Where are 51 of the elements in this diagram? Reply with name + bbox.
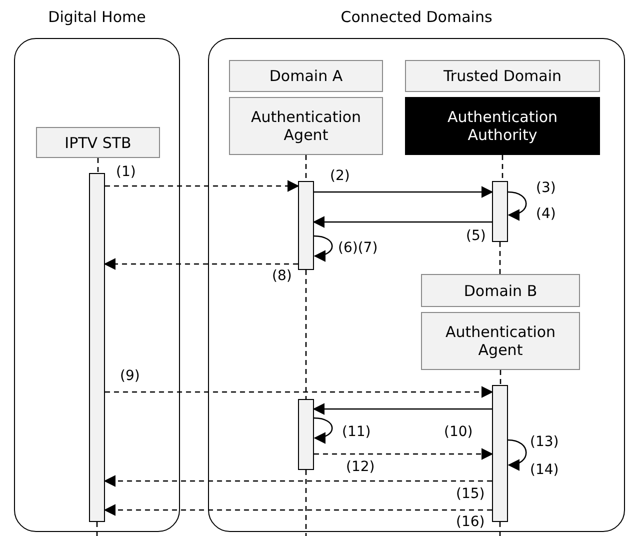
- message-arrow: [312, 403, 492, 415]
- activation-bar: [298, 181, 314, 270]
- self-message-arrow: [314, 417, 333, 444]
- message-arrow: [314, 186, 494, 198]
- message-arrow: [105, 180, 300, 192]
- self-message-arrow: [508, 439, 527, 470]
- participant-box: Authentication Authority: [405, 97, 600, 155]
- edge-label: (1): [116, 164, 136, 180]
- step-number: (14): [530, 462, 559, 478]
- participant-box: Domain A: [229, 60, 383, 92]
- edge-label: (10): [444, 424, 473, 440]
- lifeline: [500, 370, 502, 385]
- lifeline: [499, 522, 501, 536]
- edge-label: (8): [272, 268, 292, 284]
- self-message-arrow: [508, 191, 527, 220]
- participant-box: Domain B: [421, 274, 580, 307]
- lifeline: [305, 270, 307, 399]
- participant-box: Authentication Agent: [229, 97, 383, 155]
- activation-bar: [89, 173, 105, 522]
- step-number: (4): [536, 206, 556, 222]
- message-arrow: [105, 386, 494, 398]
- edge-label: (9): [120, 368, 140, 384]
- lifeline: [96, 522, 98, 536]
- lifeline: [502, 155, 504, 181]
- lifeline: [305, 470, 307, 536]
- edge-label: (11): [342, 424, 371, 440]
- group-heading: Digital Home: [47, 8, 147, 26]
- edge-label: (16): [456, 514, 485, 530]
- participant-box: Authentication Agent: [421, 312, 580, 370]
- message-arrow: [312, 216, 492, 228]
- lifeline: [97, 158, 99, 173]
- edge-label: (3): [536, 180, 556, 196]
- group-heading: Connected Domains: [340, 8, 494, 26]
- participant-box: Trusted Domain: [405, 60, 600, 92]
- edge-label: (6)(7): [338, 240, 378, 256]
- self-message-arrow: [314, 235, 333, 262]
- edge-label: (13): [530, 434, 559, 450]
- message-arrow: [104, 504, 492, 516]
- activation-bar: [298, 399, 314, 470]
- message-arrow: [104, 258, 298, 270]
- activation-bar: [492, 181, 508, 242]
- edge-label: (2): [330, 168, 350, 184]
- lifeline: [305, 155, 307, 181]
- activation-bar: [492, 385, 508, 522]
- participant-box: IPTV STB: [36, 127, 160, 158]
- lifeline: [499, 242, 501, 274]
- edge-label: (12): [346, 459, 375, 475]
- message-arrow: [104, 475, 492, 487]
- edge-label: (15): [456, 486, 485, 502]
- message-arrow: [314, 448, 494, 460]
- edge-label: (5): [466, 228, 486, 244]
